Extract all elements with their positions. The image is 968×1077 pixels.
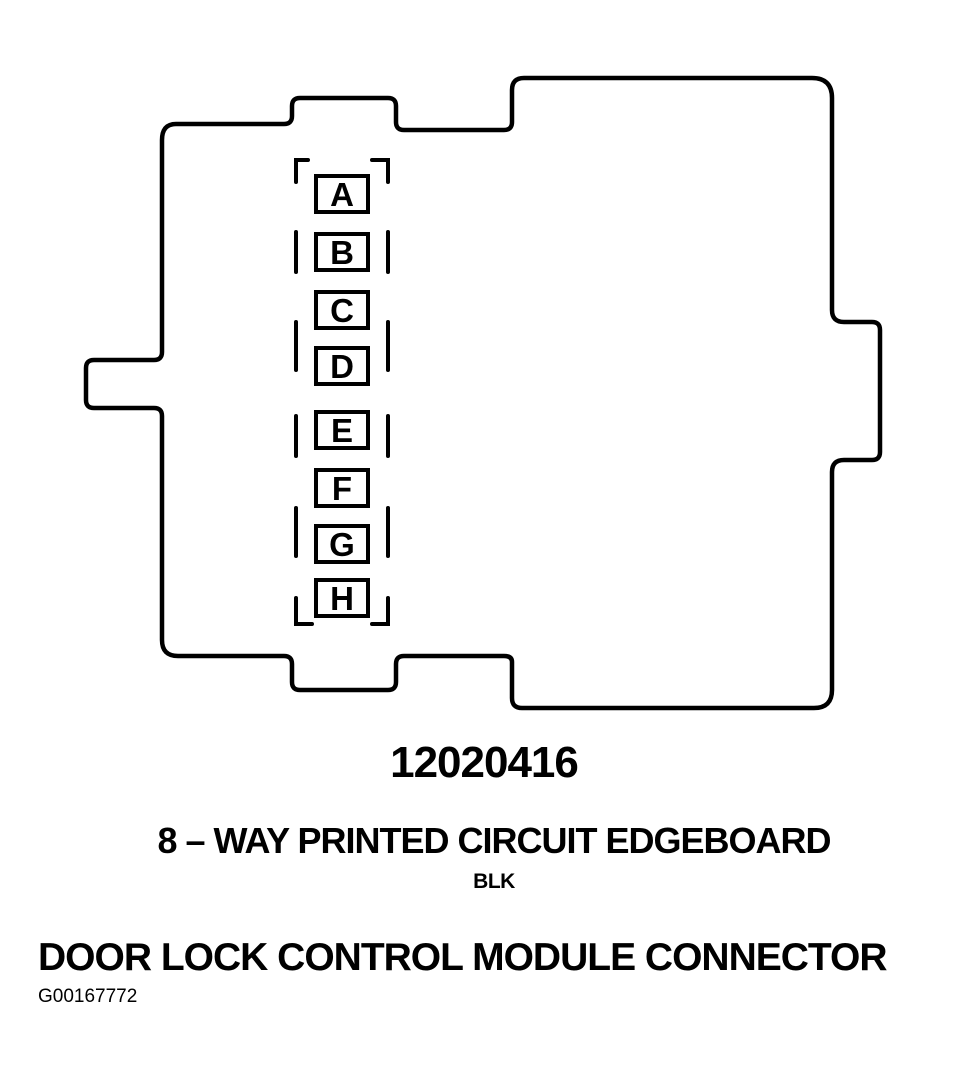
pin-label: C <box>330 292 354 329</box>
pin-label: H <box>330 580 354 617</box>
pin-label: A <box>330 176 354 213</box>
pin-box <box>314 346 370 386</box>
pin-box <box>314 410 370 450</box>
pin-C: C <box>314 290 370 330</box>
connector-color: BLK <box>473 870 515 893</box>
pin-H: H <box>314 578 370 618</box>
pin-box <box>314 524 370 564</box>
pin-box <box>314 174 370 214</box>
part-number: 12020416 <box>390 738 579 787</box>
pin-A: A <box>314 174 370 214</box>
pin-label: G <box>329 526 355 563</box>
connector-diagram: A B C D E F G H <box>83 75 883 711</box>
pin-label: E <box>331 412 353 449</box>
connector-type: 8 – WAY PRINTED CIRCUIT EDGEBOARD <box>157 820 831 861</box>
connector-title: DOOR LOCK CONTROL MODULE CONNECTOR <box>38 936 888 979</box>
pin-label: D <box>330 348 354 385</box>
pin-box <box>314 290 370 330</box>
pin-box <box>314 232 370 272</box>
pin-label: F <box>332 470 352 507</box>
pin-label: B <box>330 234 354 271</box>
pin-bracket-dashes <box>294 158 390 626</box>
pin-box <box>314 578 370 618</box>
pin-box <box>314 468 370 508</box>
pin-D: D <box>314 346 370 386</box>
pin-B: B <box>314 232 370 272</box>
pin-G: G <box>314 524 370 564</box>
pin-E: E <box>314 410 370 450</box>
pin-F: F <box>314 468 370 508</box>
connector-housing-outline <box>83 75 883 711</box>
figure-id: G00167772 <box>38 986 138 1007</box>
